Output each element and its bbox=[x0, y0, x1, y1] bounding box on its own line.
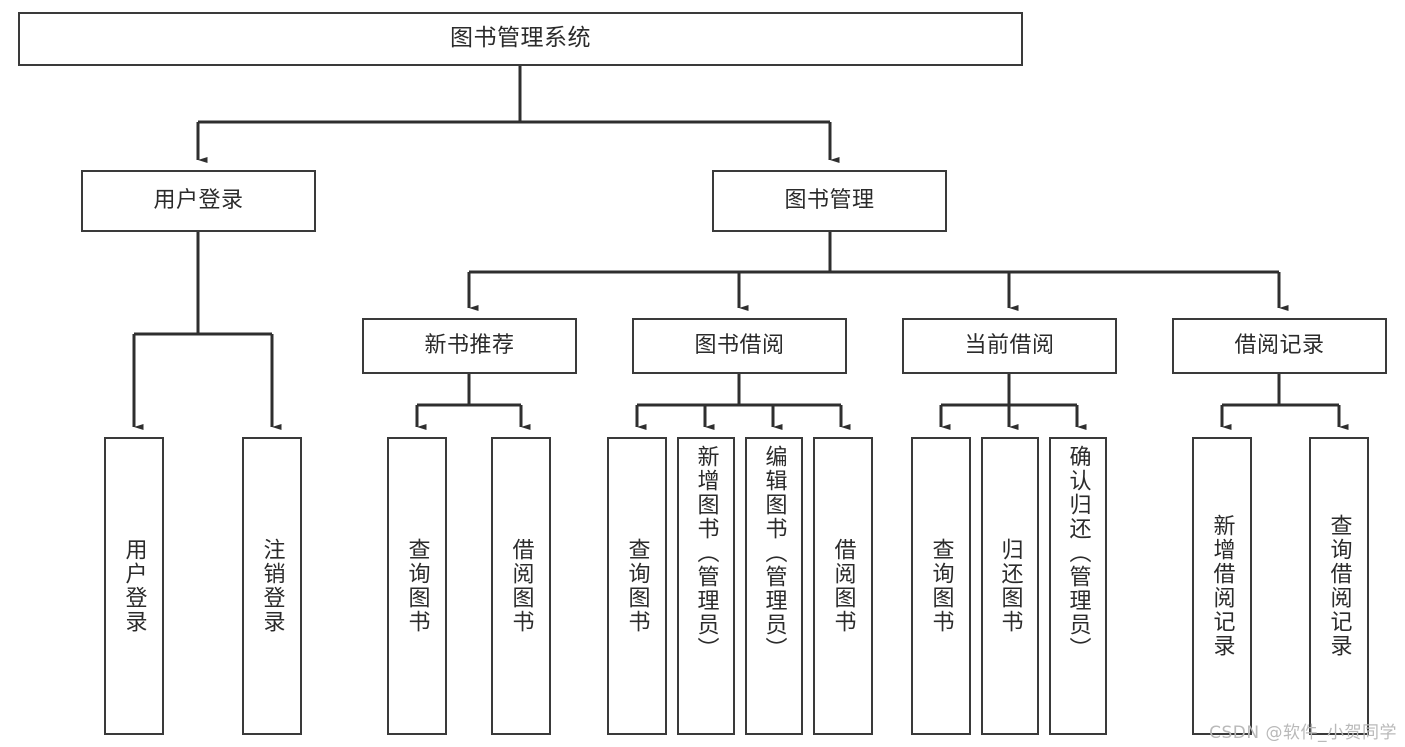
node-label: 注销登录 bbox=[259, 538, 285, 634]
node-label: 查询图书 bbox=[404, 538, 430, 634]
node-label: 图书借阅 bbox=[694, 333, 785, 359]
leaf-user-login[interactable]: 用户登录 bbox=[104, 437, 164, 735]
leaf-borrow-book-borrowing[interactable]: 借阅图书 bbox=[813, 437, 873, 735]
leaf-borrow-book-recommendation[interactable]: 借阅图书 bbox=[491, 437, 551, 735]
node-label: 借阅图书 bbox=[508, 538, 534, 634]
leaf-return-book[interactable]: 归还图书 bbox=[981, 437, 1039, 735]
node-label: 查询图书 bbox=[624, 538, 650, 634]
node-label: 新书推荐 bbox=[424, 333, 515, 359]
node-label: 归还图书 bbox=[997, 538, 1023, 634]
csdn-watermark: CSDN @软件_小贺同学 bbox=[1209, 723, 1397, 743]
node-label: 图书管理系统 bbox=[450, 25, 591, 52]
node-label: 查询借阅记录 bbox=[1326, 514, 1352, 658]
node-borrowing-record[interactable]: 借阅记录 bbox=[1172, 318, 1387, 374]
node-label: 查询图书 bbox=[928, 538, 954, 634]
node-new-book-recommendation[interactable]: 新书推荐 bbox=[362, 318, 577, 374]
node-current-borrowing[interactable]: 当前借阅 bbox=[902, 318, 1117, 374]
node-label: 借阅记录 bbox=[1234, 333, 1325, 359]
node-label: 当前借阅 bbox=[964, 333, 1055, 359]
leaf-edit-book-admin[interactable]: 编辑图书（管理员） bbox=[745, 437, 803, 735]
leaf-add-borrow-record[interactable]: 新增借阅记录 bbox=[1192, 437, 1252, 735]
node-label: 新增借阅记录 bbox=[1209, 514, 1235, 658]
leaf-query-book-borrowing[interactable]: 查询图书 bbox=[607, 437, 667, 735]
node-label: 确认归还（管理员） bbox=[1065, 445, 1091, 661]
leaf-query-book-current[interactable]: 查询图书 bbox=[911, 437, 971, 735]
node-book-management[interactable]: 图书管理 bbox=[712, 170, 947, 232]
leaf-logout[interactable]: 注销登录 bbox=[242, 437, 302, 735]
node-label: 用户登录 bbox=[121, 538, 147, 634]
node-user-login[interactable]: 用户登录 bbox=[81, 170, 316, 232]
node-book-borrowing[interactable]: 图书借阅 bbox=[632, 318, 847, 374]
node-root-book-management-system[interactable]: 图书管理系统 bbox=[18, 12, 1023, 66]
leaf-query-book-recommendation[interactable]: 查询图书 bbox=[387, 437, 447, 735]
leaf-add-book-admin[interactable]: 新增图书（管理员） bbox=[677, 437, 735, 735]
leaf-query-borrow-record[interactable]: 查询借阅记录 bbox=[1309, 437, 1369, 735]
node-label: 编辑图书（管理员） bbox=[761, 445, 787, 661]
node-label: 用户登录 bbox=[153, 188, 244, 214]
node-label: 新增图书（管理员） bbox=[693, 445, 719, 661]
leaf-confirm-return-admin[interactable]: 确认归还（管理员） bbox=[1049, 437, 1107, 735]
node-label: 借阅图书 bbox=[830, 538, 856, 634]
node-label: 图书管理 bbox=[784, 188, 875, 214]
